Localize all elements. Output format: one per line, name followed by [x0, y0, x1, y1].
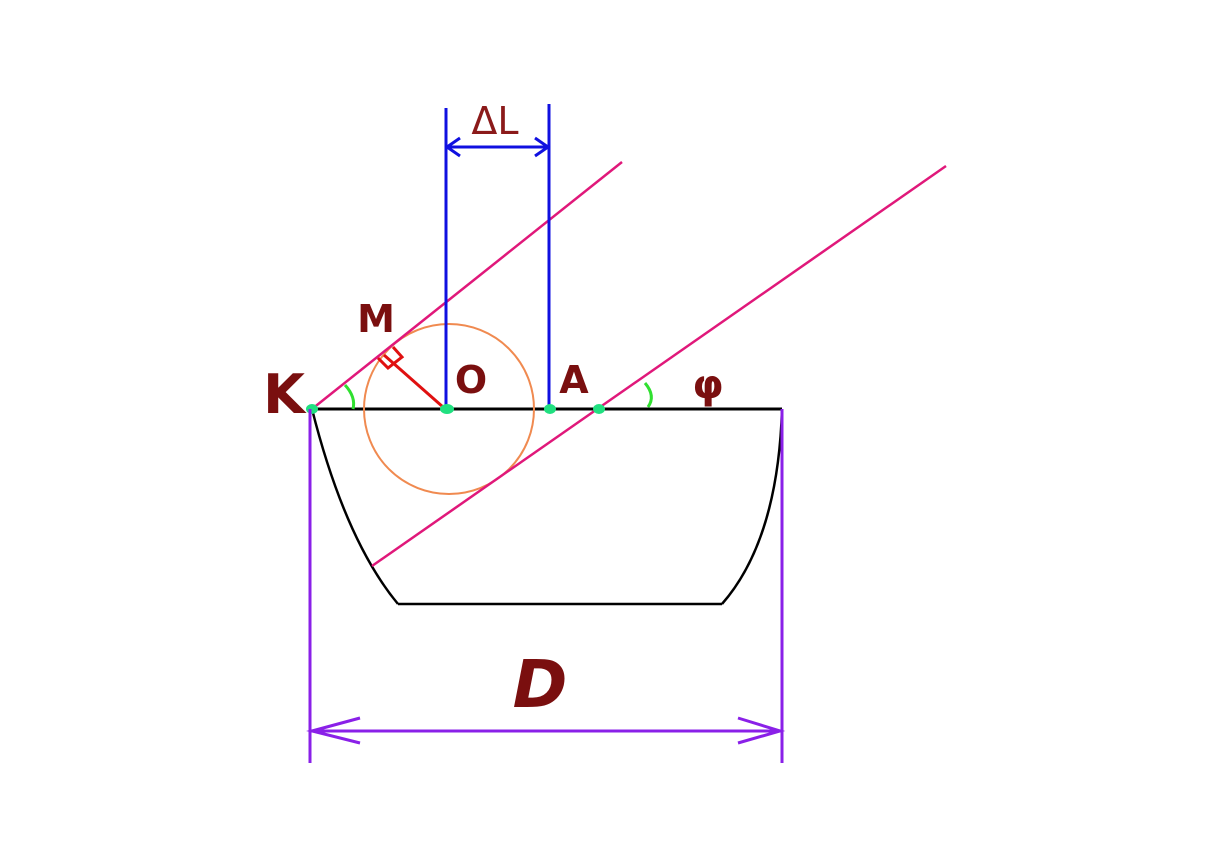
point-intersection: [593, 404, 605, 414]
delta-l-arrow-left: [444, 136, 461, 158]
label-m: M: [357, 297, 395, 341]
label-phi: φ: [692, 362, 723, 408]
lower-pink-ray: [371, 164, 947, 568]
delta-l-arrow-right: [534, 136, 551, 158]
d-arrow-right: [737, 716, 786, 745]
right-angle-marker: [376, 345, 405, 371]
label-o: O: [455, 358, 487, 402]
lens-left-side: [310, 408, 399, 605]
lens-right-side: [721, 408, 784, 605]
angle-arc-phi: [643, 382, 653, 408]
label-k: K: [263, 363, 307, 426]
label-d: D: [513, 646, 568, 723]
orange-circle: [363, 323, 535, 495]
d-arrow-left: [306, 716, 361, 745]
lens-outline: [310, 407, 784, 606]
point-k: [306, 404, 318, 414]
angle-arc-k: [343, 383, 356, 410]
point-o: [440, 404, 454, 414]
upper-pink-ray: [311, 161, 623, 410]
point-a: [544, 404, 556, 414]
label-a: A: [559, 358, 589, 402]
label-delta-l: ΔL: [471, 99, 518, 143]
